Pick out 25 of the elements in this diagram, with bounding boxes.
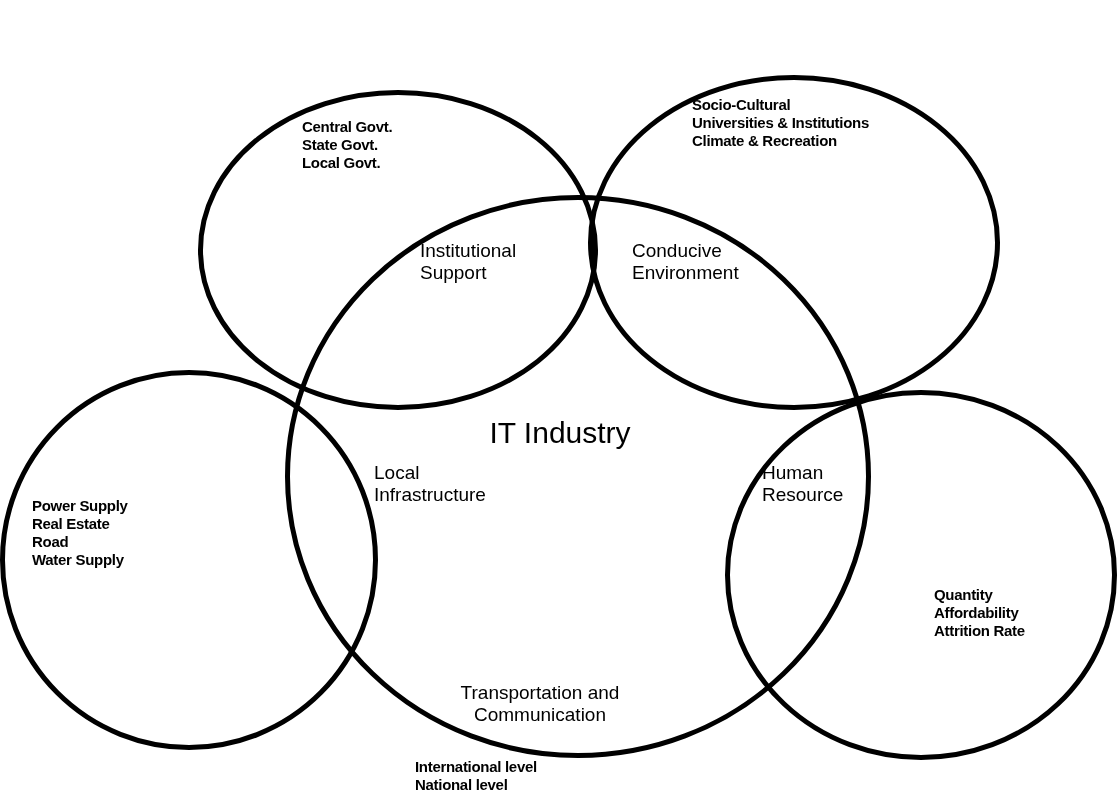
circle-region (725, 390, 1117, 760)
note-text: National level (415, 776, 509, 794)
list-item: Real Estate (32, 515, 110, 533)
title-text: IT Industry (488, 416, 632, 450)
list-item: Socio-Cultural (692, 96, 791, 114)
overlap-label: Human Resource (762, 462, 845, 506)
list-item: Universities & Institutions (692, 114, 869, 132)
list-item: Local Govt. (302, 154, 381, 172)
list-item: Water Supply (32, 551, 124, 569)
list-item: Climate & Recreation (692, 132, 837, 150)
circle-region (285, 195, 871, 758)
note-text: International level (415, 758, 538, 776)
list-item: Attrition Rate (934, 622, 1025, 640)
list-item: Central Govt. (302, 118, 393, 136)
list-item: Power Supply (32, 497, 128, 515)
list-item: Road (32, 533, 69, 551)
overlap-label: Local Infrastructure (374, 462, 487, 506)
region-label: Transportation and Communication (459, 682, 621, 726)
overlap-label: Conducive Environment (632, 240, 740, 284)
circle-region (198, 90, 598, 410)
circle-region (588, 75, 1000, 410)
list-item: Quantity (934, 586, 993, 604)
list-item: State Govt. (302, 136, 378, 154)
overlap-label: Institutional Support (420, 240, 518, 284)
list-item: Affordability (934, 604, 1019, 622)
